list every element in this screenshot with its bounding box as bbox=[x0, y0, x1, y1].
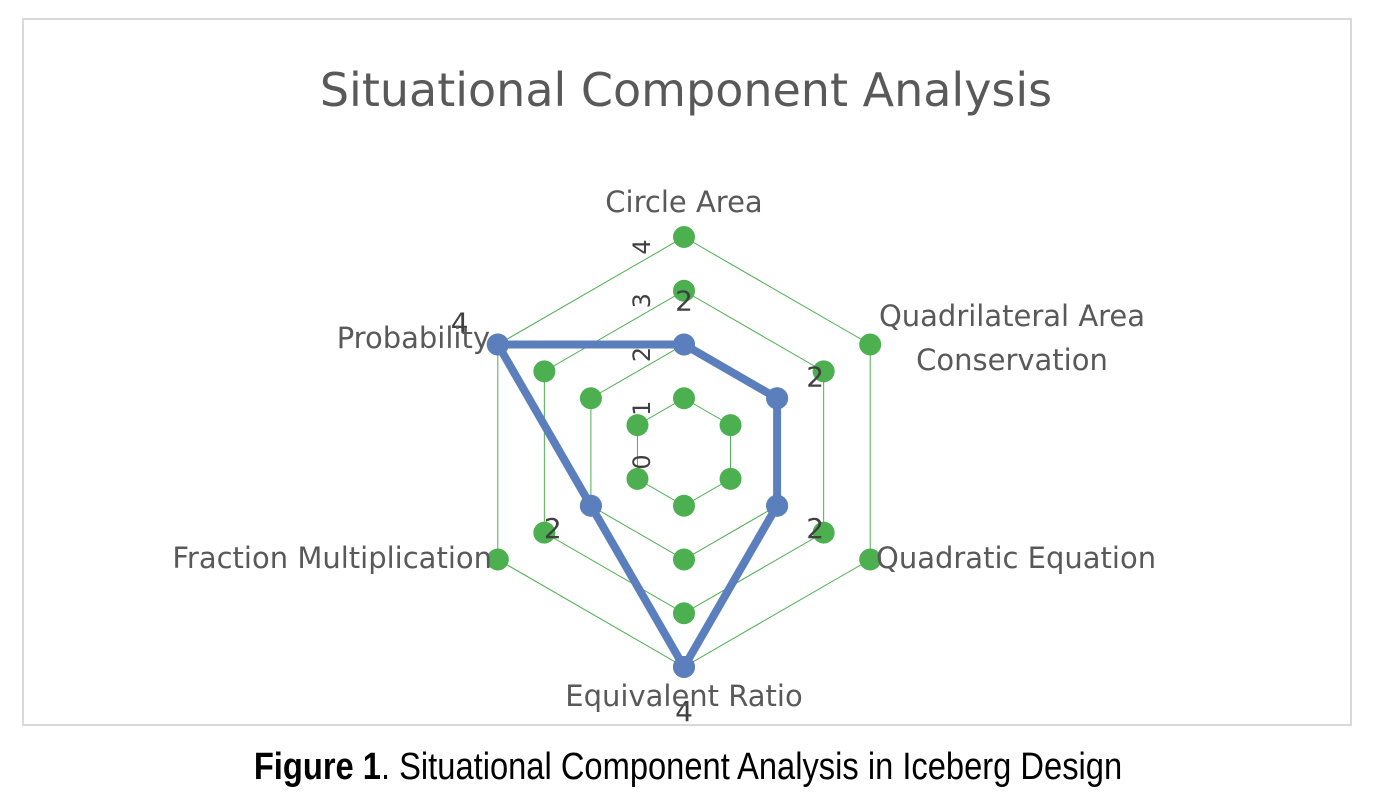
grid-marker-3-5 bbox=[533, 360, 556, 383]
data-label: 2 bbox=[806, 360, 824, 393]
category-label: Equivalent Ratio bbox=[565, 679, 802, 713]
category-label: Circle Area bbox=[605, 185, 762, 219]
grid-marker-4-0 bbox=[673, 226, 695, 248]
data-label: 2 bbox=[544, 512, 562, 545]
figure-caption: Figure 1. Situational Component Analysis… bbox=[96, 746, 1279, 789]
category-label: Probability bbox=[337, 321, 490, 355]
grid-marker-1-4 bbox=[626, 467, 649, 490]
grid-ring-2 bbox=[590, 343, 778, 561]
grid-marker-3-2 bbox=[812, 521, 835, 544]
grid-marker-2-3 bbox=[673, 548, 695, 571]
grid-marker-4-1 bbox=[859, 333, 882, 356]
radar-series: 2 2 2 4 2 4 bbox=[451, 285, 824, 729]
grid-marker-3-0 bbox=[673, 279, 695, 302]
data-label: 2 bbox=[675, 285, 693, 318]
radial-tick-label: 1 bbox=[628, 401, 656, 416]
chart-title: Situational Component Analysis bbox=[320, 63, 1052, 117]
series-point bbox=[673, 656, 695, 678]
series-point bbox=[766, 494, 789, 517]
series-point bbox=[766, 387, 789, 410]
category-label: Fraction Multiplication bbox=[172, 541, 492, 575]
figure-caption-number: Figure 1 bbox=[253, 746, 381, 788]
data-label: 4 bbox=[675, 695, 693, 728]
grid-marker-3-4 bbox=[533, 521, 556, 544]
grid-marker-1-3 bbox=[673, 494, 695, 517]
data-label: 2 bbox=[806, 512, 824, 545]
radial-tick-label: 4 bbox=[628, 239, 656, 254]
grid-marker-1-0 bbox=[673, 387, 695, 410]
grid-marker-1-5 bbox=[626, 414, 649, 437]
grid-marker-3-1 bbox=[812, 360, 835, 383]
radial-tick-label: 2 bbox=[628, 347, 656, 362]
grid-marker-3-3 bbox=[673, 602, 695, 625]
data-label: 4 bbox=[451, 307, 469, 340]
grid-marker-1-1 bbox=[719, 414, 742, 437]
category-label: Quadratic Equation bbox=[876, 541, 1156, 575]
series-point bbox=[673, 333, 695, 356]
grid-marker-1-2 bbox=[719, 467, 742, 490]
figure-caption-text: . Situational Component Analysis in Iceb… bbox=[380, 746, 1123, 788]
grid-marker-4-4 bbox=[486, 548, 509, 571]
radial-tick-label: 3 bbox=[628, 293, 656, 308]
series-line bbox=[493, 340, 782, 671]
grid-marker-2-5 bbox=[579, 387, 602, 410]
grid-marker-4-2 bbox=[859, 548, 882, 571]
radial-tick-label: 0 bbox=[628, 454, 656, 469]
series-point bbox=[579, 494, 602, 517]
series-point bbox=[486, 333, 509, 356]
